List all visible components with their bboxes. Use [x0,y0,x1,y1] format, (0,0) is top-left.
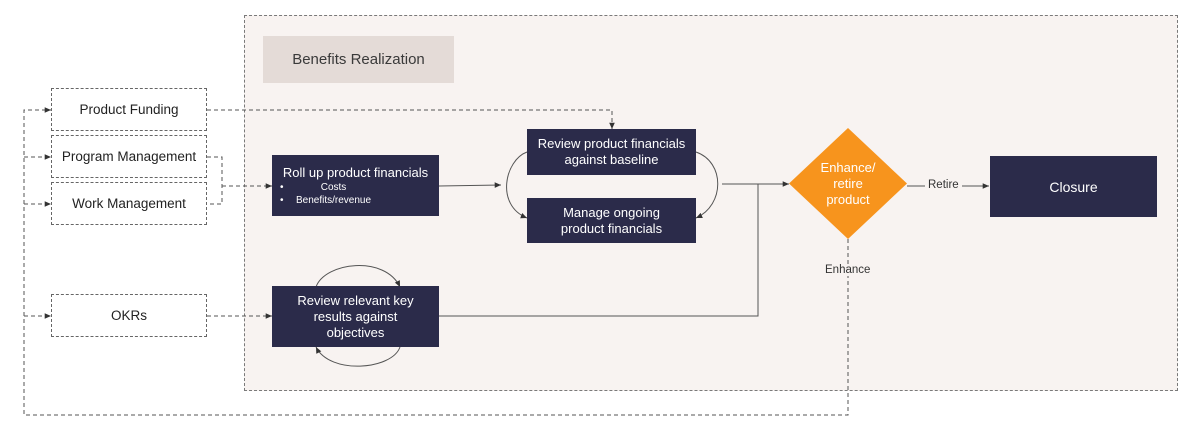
manage-financials-label: Manage ongoing product financials [560,204,663,236]
product-funding-source: Product Funding [51,88,207,131]
rollup-bullet-list: Costs Benefits/revenue [272,181,371,207]
review-okrs-box: Review relevant key results against obje… [272,286,439,347]
work-management-source: Work Management [51,182,207,225]
rollup-financials-box: Roll up product financials Costs Benefit… [272,155,439,216]
enhance-edge-label: Enhance [822,264,874,276]
review-loop-right [695,151,719,219]
okrs-source: OKRs [51,294,207,337]
rollup-financials-title: Roll up product financials [282,164,429,180]
decision-diamond: Enhance/ retire product [789,128,907,239]
review-financials-label: Review product financials against baseli… [537,136,686,167]
review-loop-left [506,151,528,219]
review-financials-box: Review product financials against baseli… [527,129,696,175]
closure-label: Closure [1049,178,1098,195]
okr-loop-top [315,265,401,288]
funding-to-review-connector [207,109,615,129]
okrs-to-decision-connector [439,184,759,317]
retire-edge-label: Retire [925,179,962,191]
decision-label: Enhance/ retire product [820,159,876,207]
program-work-bracket-connector [207,156,223,205]
manage-financials-box: Manage ongoing product financials [527,198,696,243]
closure-box: Closure [990,156,1157,217]
bullet-benefits: Benefits/revenue [278,194,371,207]
okr-loop-bottom [315,346,401,367]
bullet-costs: Costs [278,181,371,194]
program-management-source: Program Management [51,135,207,178]
review-okrs-label: Review relevant key results against obje… [297,292,414,340]
region-title: Benefits Realization [263,36,454,83]
rollup-to-review-connector [438,182,502,188]
diamond-shape [789,128,907,239]
